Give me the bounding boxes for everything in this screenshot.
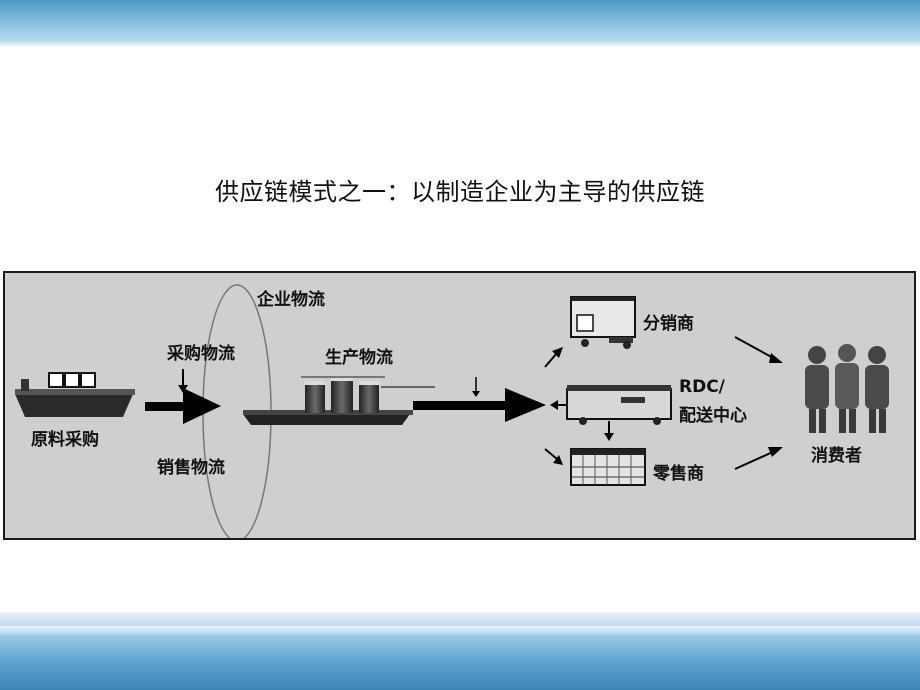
label-raw-material-purchase: 原料采购: [31, 430, 99, 450]
slide-title: 供应链模式之一：以制造企业为主导的供应链: [215, 178, 705, 206]
label-distributor: 分销商: [643, 314, 694, 334]
purchase-arrow-icon: [178, 369, 188, 393]
ship-icon: [15, 372, 135, 417]
rdc-to-retailer-arrow: [604, 421, 614, 441]
rdc-truck-icon: [566, 385, 672, 425]
arrow-to-rdc: [550, 400, 567, 410]
diagram-canvas: [15, 284, 889, 538]
consumer-group-icon: [805, 344, 889, 433]
label-sales-logistics: 销售物流: [157, 458, 225, 478]
label-rdc: RDC/: [679, 377, 725, 397]
flow-arrow-2: [413, 377, 546, 422]
supply-chain-diagram: 企业物流 采购物流 生产物流 原料采购 销售物流 分销商 RDC/ 配送中心 零…: [3, 271, 916, 540]
arrow-to-distributor: [544, 347, 563, 368]
flow-arrow-1: [145, 388, 221, 424]
factory-icon: [243, 376, 435, 425]
arrow-to-retailer: [544, 448, 563, 465]
label-retailer: 零售商: [653, 464, 704, 484]
label-enterprise-logistics: 企业物流: [257, 290, 325, 310]
label-production-logistics: 生产物流: [325, 348, 393, 368]
label-distribution-center: 配送中心: [679, 406, 747, 426]
top-decorative-band: [0, 0, 920, 48]
arrow-distributor-to-consumer: [734, 336, 783, 363]
bottom-decorative-band: [0, 612, 920, 690]
label-consumer: 消费者: [811, 446, 862, 466]
distributor-truck-icon: [570, 296, 636, 349]
retailer-store-icon: [570, 448, 646, 486]
label-purchase-logistics: 采购物流: [167, 344, 235, 364]
arrow-retailer-to-consumer: [734, 447, 783, 470]
